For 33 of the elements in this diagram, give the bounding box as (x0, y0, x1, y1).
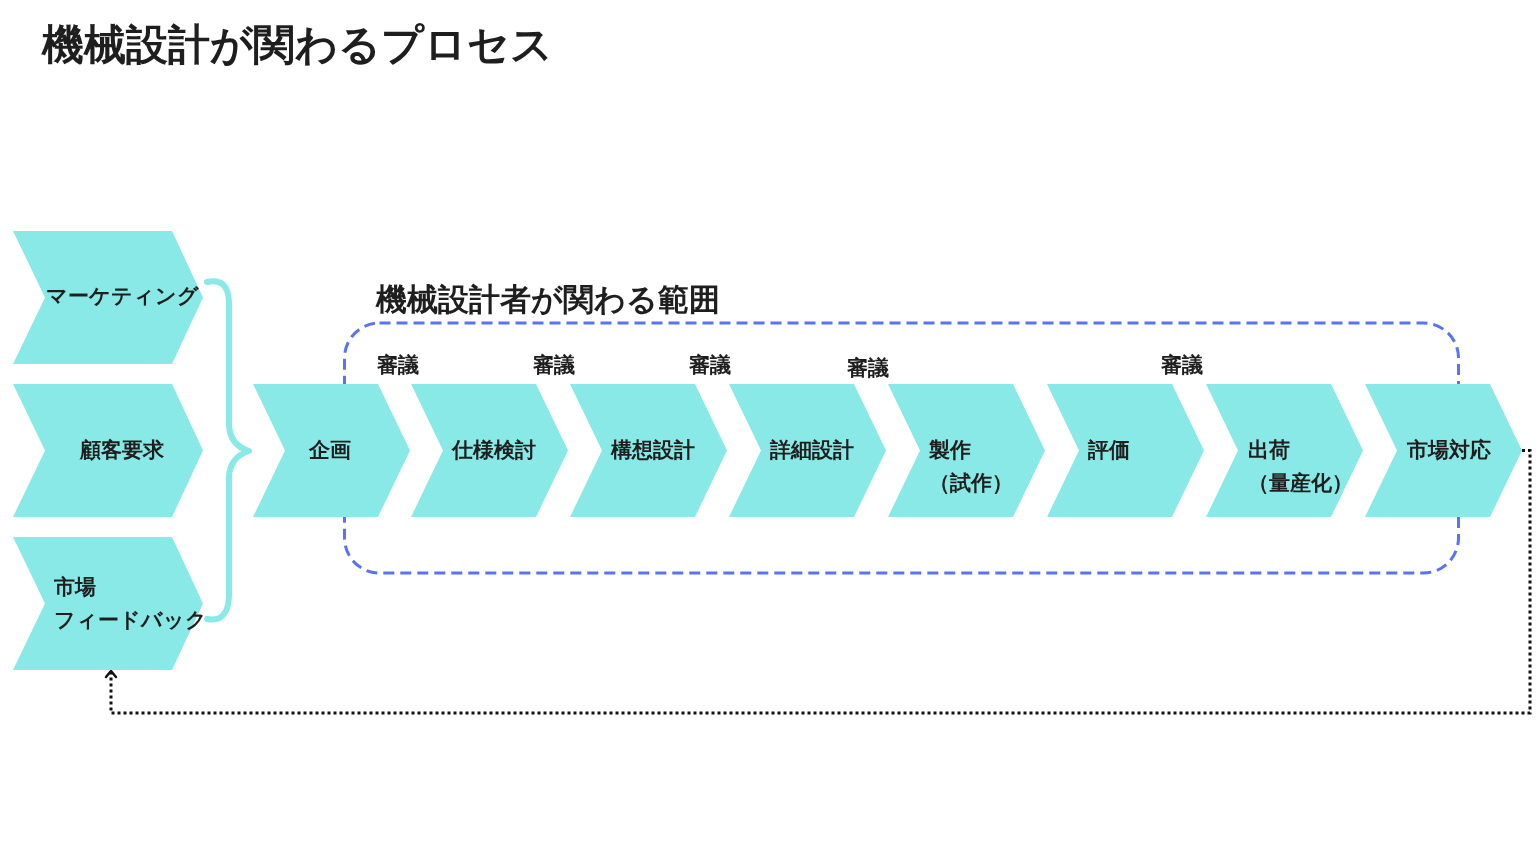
chevron-step (729, 384, 886, 517)
step-label: 出荷 (1248, 438, 1290, 464)
diagram-title: 機械設計が関わるプロセス (42, 19, 553, 71)
step-label: 構想設計 (611, 438, 695, 464)
chevron-step (1365, 384, 1522, 517)
chevron-step (13, 231, 203, 364)
chevron-step (888, 384, 1045, 517)
step-label: 仕様検討 (452, 438, 536, 464)
chevron-step (1206, 384, 1363, 517)
step-label: （試作） (929, 471, 1013, 497)
review-label: 審議 (1161, 353, 1203, 379)
step-label: （量産化） (1248, 471, 1353, 497)
step-label: 市場対応 (1407, 438, 1491, 464)
step-label: 評価 (1088, 438, 1130, 464)
chevron-step (253, 384, 410, 517)
review-label: 審議 (847, 356, 889, 382)
chevron-step (13, 384, 203, 517)
step-label: 製作 (929, 438, 971, 464)
step-label: 顧客要求 (80, 438, 164, 464)
chevron-step (1047, 384, 1204, 517)
chevron-step (13, 537, 203, 670)
step-label: 企画 (309, 438, 351, 464)
step-label: フィードバック (54, 608, 207, 634)
step-label: マーケティング (46, 284, 199, 310)
review-label: 審議 (689, 353, 731, 379)
chevron-step (570, 384, 727, 517)
chevron-step (411, 384, 568, 517)
feedback-arrow (104, 449, 1532, 715)
review-label: 審議 (533, 353, 575, 379)
review-label: 審議 (377, 353, 419, 379)
step-label: 市場 (54, 575, 96, 601)
scope-heading: 機械設計者が関わる範囲 (376, 281, 720, 319)
step-label: 詳細設計 (770, 438, 854, 464)
